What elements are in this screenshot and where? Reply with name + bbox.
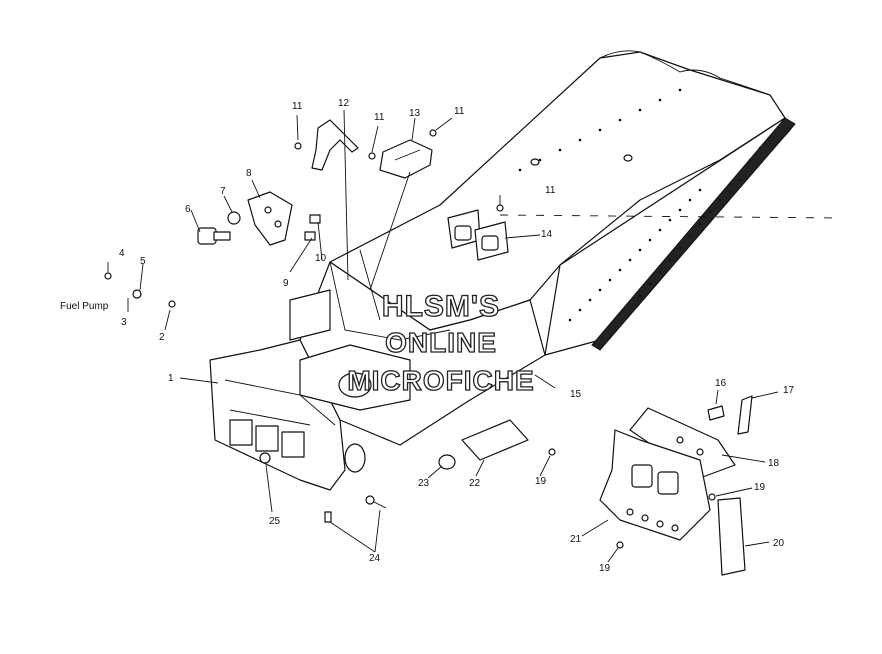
- callout-11-b: 11: [374, 112, 385, 123]
- callout-8: 8: [246, 168, 252, 179]
- part-9-10-bolts: [304, 214, 321, 241]
- callout-23: 23: [418, 478, 430, 489]
- callout-3: 3: [121, 317, 127, 328]
- part-13-bracket: [379, 139, 433, 179]
- part-22-plate: [461, 419, 529, 461]
- watermark-line-3: MICROFICHE: [347, 365, 534, 396]
- callout-2: 2: [159, 332, 165, 343]
- callout-15: 15: [570, 389, 582, 400]
- callout-14: 14: [541, 229, 553, 240]
- part-17-strap: [737, 395, 753, 435]
- callout-21: 21: [570, 534, 582, 545]
- callout-20: 20: [773, 538, 785, 549]
- part-23-plug: [438, 454, 456, 470]
- callout-24: 24: [369, 553, 381, 564]
- callout-12: 12: [338, 98, 350, 109]
- callout-1: 1: [168, 373, 174, 384]
- part-24-bolts: [324, 495, 387, 523]
- part-25-grommet: [259, 452, 271, 464]
- callout-13: 13: [409, 108, 421, 119]
- callout-22: 22: [469, 478, 481, 489]
- callout-6: 6: [185, 204, 191, 215]
- callout-numbers: 1 2 3 4 5 6 7 8 9 10 11 11 11 11 12 13 1…: [60, 98, 795, 574]
- part-20-flap: [717, 497, 746, 576]
- callout-11-d: 11: [545, 185, 556, 196]
- chassis-tunnel: [209, 50, 843, 491]
- leader-lines: [107, 109, 779, 563]
- callout-5: 5: [140, 256, 146, 267]
- callout-16: 16: [715, 378, 727, 389]
- callout-9: 9: [283, 278, 289, 289]
- callout-11-c: 11: [454, 106, 465, 117]
- callout-10: 10: [315, 253, 327, 264]
- callout-7: 7: [220, 186, 226, 197]
- part-7-nut: [227, 211, 241, 225]
- part-18-guard: [629, 407, 736, 479]
- fuel-pump-label: Fuel Pump: [60, 301, 109, 312]
- callout-11-a: 11: [292, 101, 303, 112]
- callout-19-a: 19: [535, 476, 547, 487]
- fasteners: [104, 129, 716, 549]
- callout-19-c: 19: [599, 563, 611, 574]
- part-12-bracket: [311, 119, 359, 171]
- watermark: HLSM'S ONLINE MICROFICHE: [347, 289, 535, 396]
- callout-18: 18: [768, 458, 780, 469]
- part-6-mount: [197, 227, 231, 245]
- watermark-line-1: HLSM'S: [382, 290, 500, 323]
- part-14-bumpers: [447, 209, 509, 261]
- callout-4: 4: [119, 248, 125, 259]
- part-16-block: [707, 405, 725, 421]
- watermark-line-2: ONLINE: [385, 327, 497, 358]
- part-8-plate: [247, 191, 293, 246]
- callout-19-b: 19: [754, 482, 766, 493]
- callout-25: 25: [269, 516, 281, 527]
- callout-17: 17: [783, 385, 795, 396]
- part-21-guard: [599, 429, 711, 541]
